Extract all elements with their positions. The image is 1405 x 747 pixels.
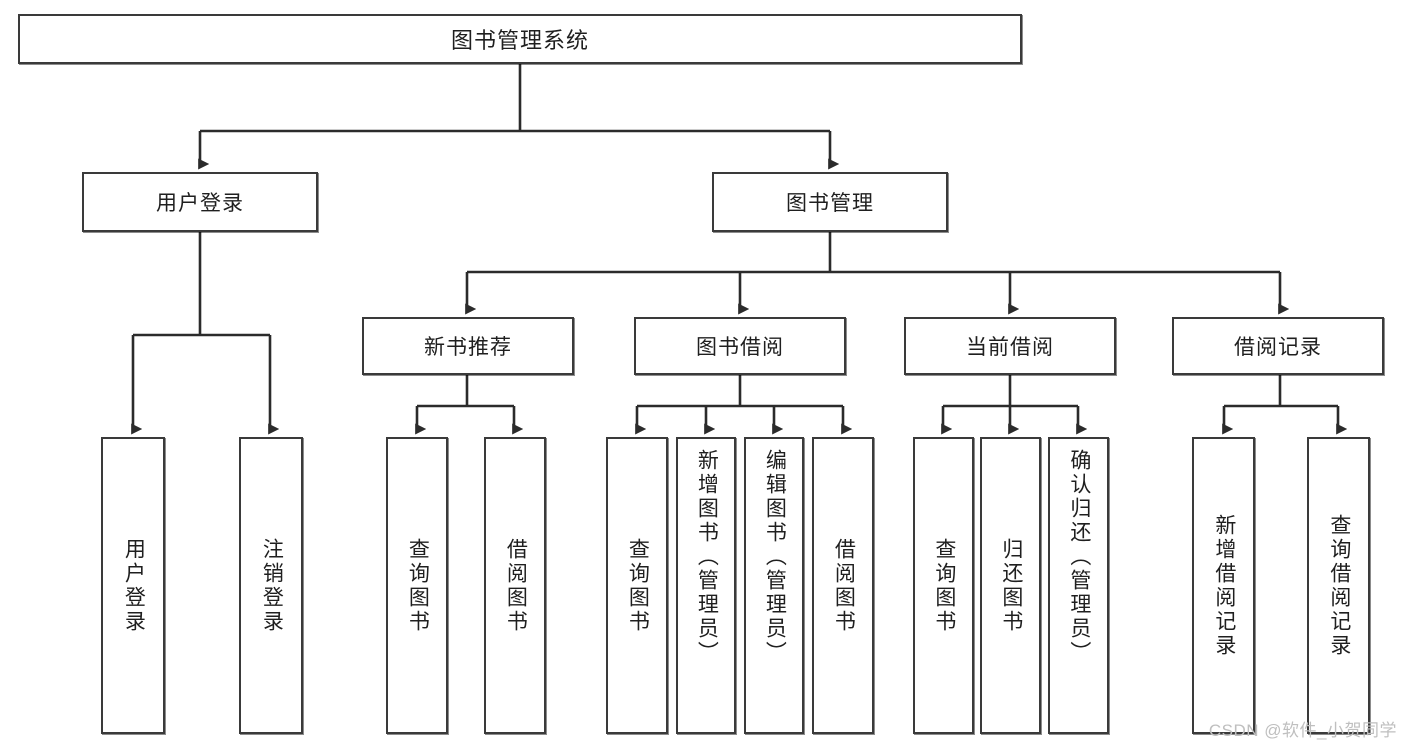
leaf-edit-book-admin[interactable]: 编辑图书（管理员）: [744, 437, 804, 734]
node-current-borrow[interactable]: 当前借阅: [904, 317, 1116, 375]
node-label: 新增借阅记录: [1212, 513, 1236, 658]
leaf-add-borrow-record[interactable]: 新增借阅记录: [1192, 437, 1255, 734]
node-label: 查询借阅记录: [1327, 513, 1351, 658]
node-book-management[interactable]: 图书管理: [712, 172, 948, 232]
leaf-return-book[interactable]: 归还图书: [980, 437, 1041, 734]
node-label: 图书管理系统: [450, 28, 589, 53]
node-new-book-recommend[interactable]: 新书推荐: [362, 317, 574, 375]
node-label: 借阅记录: [1234, 336, 1322, 359]
node-label: 查询图书: [932, 537, 956, 634]
node-label: 图书借阅: [696, 336, 784, 359]
node-label: 注销登录: [260, 537, 284, 634]
leaf-add-book-admin[interactable]: 新增图书（管理员）: [676, 437, 736, 734]
node-label: 归还图书: [999, 537, 1023, 634]
leaf-borrow-book[interactable]: 借阅图书: [812, 437, 874, 734]
leaf-query-book-newbook[interactable]: 查询图书: [386, 437, 448, 734]
node-label: 查询图书: [406, 537, 430, 634]
leaf-logout[interactable]: 注销登录: [239, 437, 303, 734]
node-label: 图书管理: [786, 192, 874, 215]
node-label: 借阅图书: [832, 537, 856, 634]
leaf-query-book-borrow[interactable]: 查询图书: [606, 437, 668, 734]
node-label: 新增图书（管理员）: [695, 449, 719, 665]
leaf-user-login[interactable]: 用户登录: [101, 437, 165, 734]
leaf-query-borrow-record[interactable]: 查询借阅记录: [1307, 437, 1370, 734]
node-label: 借阅图书: [504, 537, 528, 634]
node-user-login[interactable]: 用户登录: [82, 172, 318, 232]
leaf-borrow-book-newbook[interactable]: 借阅图书: [484, 437, 546, 734]
watermark: CSDN @软件_小贺同学: [1208, 721, 1397, 740]
node-label: 用户登录: [122, 537, 146, 634]
node-root[interactable]: 图书管理系统: [18, 14, 1022, 64]
node-label: 确认归还（管理员）: [1067, 449, 1091, 665]
leaf-confirm-return-admin[interactable]: 确认归还（管理员）: [1048, 437, 1109, 734]
node-label: 新书推荐: [424, 336, 512, 359]
leaf-query-book-current[interactable]: 查询图书: [913, 437, 974, 734]
node-label: 用户登录: [156, 192, 244, 215]
node-book-borrow[interactable]: 图书借阅: [634, 317, 846, 375]
node-label: 查询图书: [626, 537, 650, 634]
node-label: 当前借阅: [966, 336, 1054, 359]
node-borrow-record[interactable]: 借阅记录: [1172, 317, 1384, 375]
node-label: 编辑图书（管理员）: [763, 449, 787, 665]
